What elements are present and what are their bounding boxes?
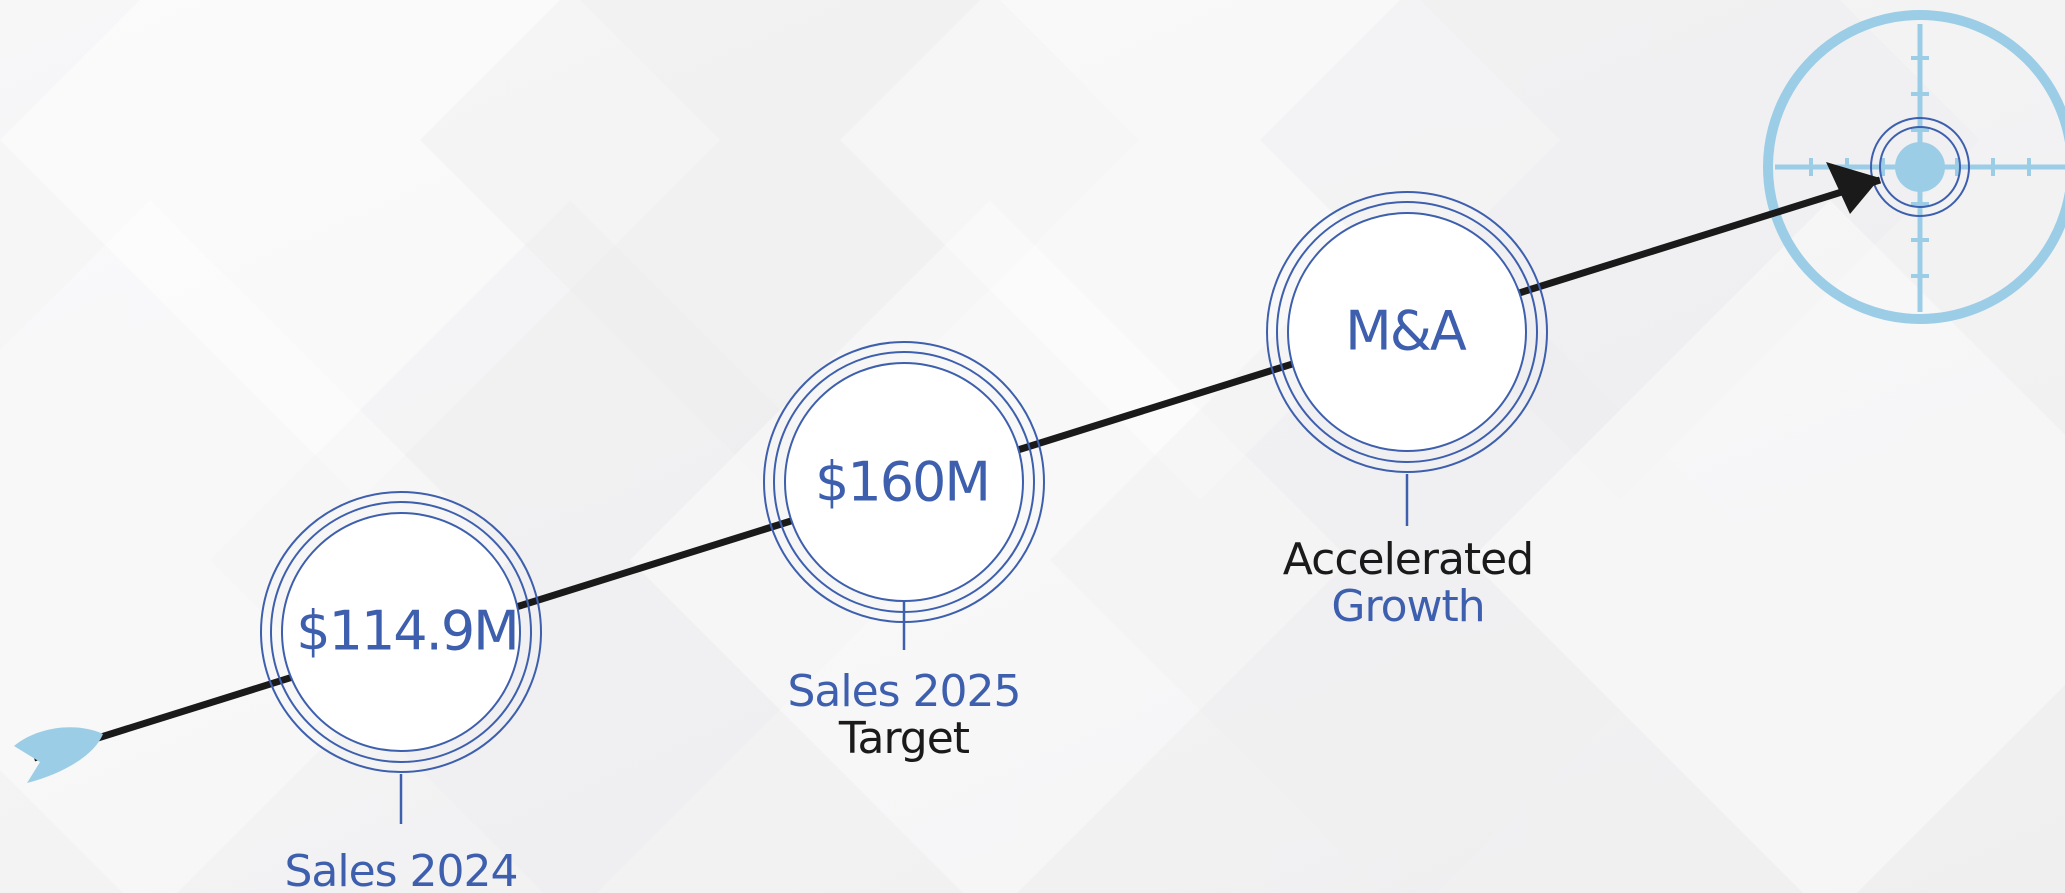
milestone-1-value: $114.9M xyxy=(296,599,520,663)
milestone-2-caption-primary: Sales 2025 xyxy=(787,666,1021,717)
arrow-fletching-icon xyxy=(14,727,103,783)
milestone-node-2 xyxy=(763,341,1045,650)
milestone-3-caption-primary: Accelerated xyxy=(1282,534,1534,585)
milestone-3-caption-secondary: Growth xyxy=(1331,581,1485,632)
milestone-2-caption-secondary: Target xyxy=(838,713,970,764)
milestone-3-caption: Accelerated Growth xyxy=(1282,534,1534,632)
milestone-2-value: $160M xyxy=(814,450,991,514)
milestone-1-caption-primary: Sales 2024 xyxy=(284,846,518,893)
milestone-3-value: M&A xyxy=(1345,299,1467,363)
milestone-2-caption: Sales 2025 Target xyxy=(787,666,1021,764)
crosshair-target-icon xyxy=(1763,10,2065,324)
milestone-node-1 xyxy=(260,491,542,824)
milestone-node-3 xyxy=(1266,191,1548,526)
arrow-head-icon xyxy=(1826,162,1880,214)
milestone-1-caption: Sales 2024 xyxy=(284,846,518,893)
